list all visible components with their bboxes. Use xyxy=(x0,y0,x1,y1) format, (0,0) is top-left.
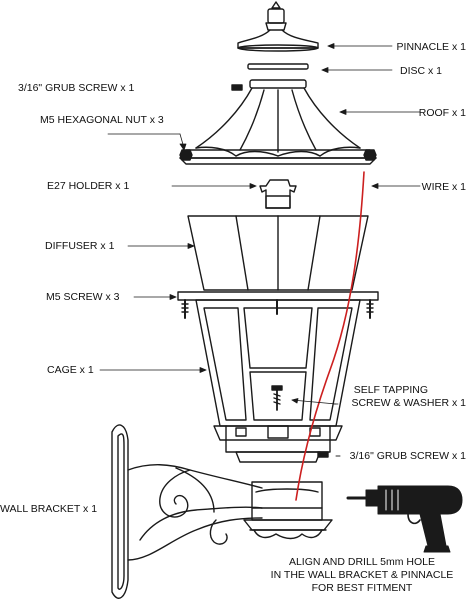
label-pinnacle: PINNACLE x 1 xyxy=(396,41,466,53)
note-line-1: ALIGN AND DRILL 5mm HOLE xyxy=(288,556,436,568)
e27-holder-part xyxy=(259,179,297,209)
label-self-tapping-line1: SELF TAPPING xyxy=(353,384,428,396)
wire-part xyxy=(295,171,365,501)
hex-nut-parts xyxy=(179,149,377,161)
label-wall-bracket: WALL BRACKET x 1 xyxy=(0,503,98,515)
label-grub-screw-bottom: 3/16" GRUB SCREW x 1 xyxy=(349,450,466,462)
label-m5-screw: M5 SCREW x 3 xyxy=(46,291,120,303)
label-wire: WIRE x 1 xyxy=(421,181,466,193)
note-line-2: IN THE WALL BRACKET & PINNACLE xyxy=(270,569,454,581)
label-hex-nut: M5 HEXAGONAL NUT x 3 xyxy=(40,114,164,126)
cage-part xyxy=(195,299,361,463)
note-line-3: FOR BEST FITMENT xyxy=(311,582,413,594)
label-cage: CAGE x 1 xyxy=(47,364,94,376)
grub-screw-top-part xyxy=(231,84,243,91)
label-e27-holder: E27 HOLDER x 1 xyxy=(47,180,130,192)
self-tapping-screw-part xyxy=(271,385,283,411)
roof-part xyxy=(179,79,377,165)
grub-screw-bottom-part xyxy=(317,451,329,458)
pinnacle-part xyxy=(237,1,319,52)
label-grub-screw-top: 3/16" GRUB SCREW x 1 xyxy=(18,82,135,94)
label-diffuser: DIFFUSER x 1 xyxy=(45,240,115,252)
leader-lines xyxy=(99,43,421,457)
label-roof: ROOF x 1 xyxy=(418,107,466,119)
label-self-tapping-line2: SCREW & WASHER x 1 xyxy=(351,397,466,409)
wall-bracket-part xyxy=(111,424,333,599)
label-disc: DISC x 1 xyxy=(399,65,442,77)
diffuser-part xyxy=(187,215,369,291)
disc-part xyxy=(247,63,309,70)
drill-icon xyxy=(346,485,463,553)
